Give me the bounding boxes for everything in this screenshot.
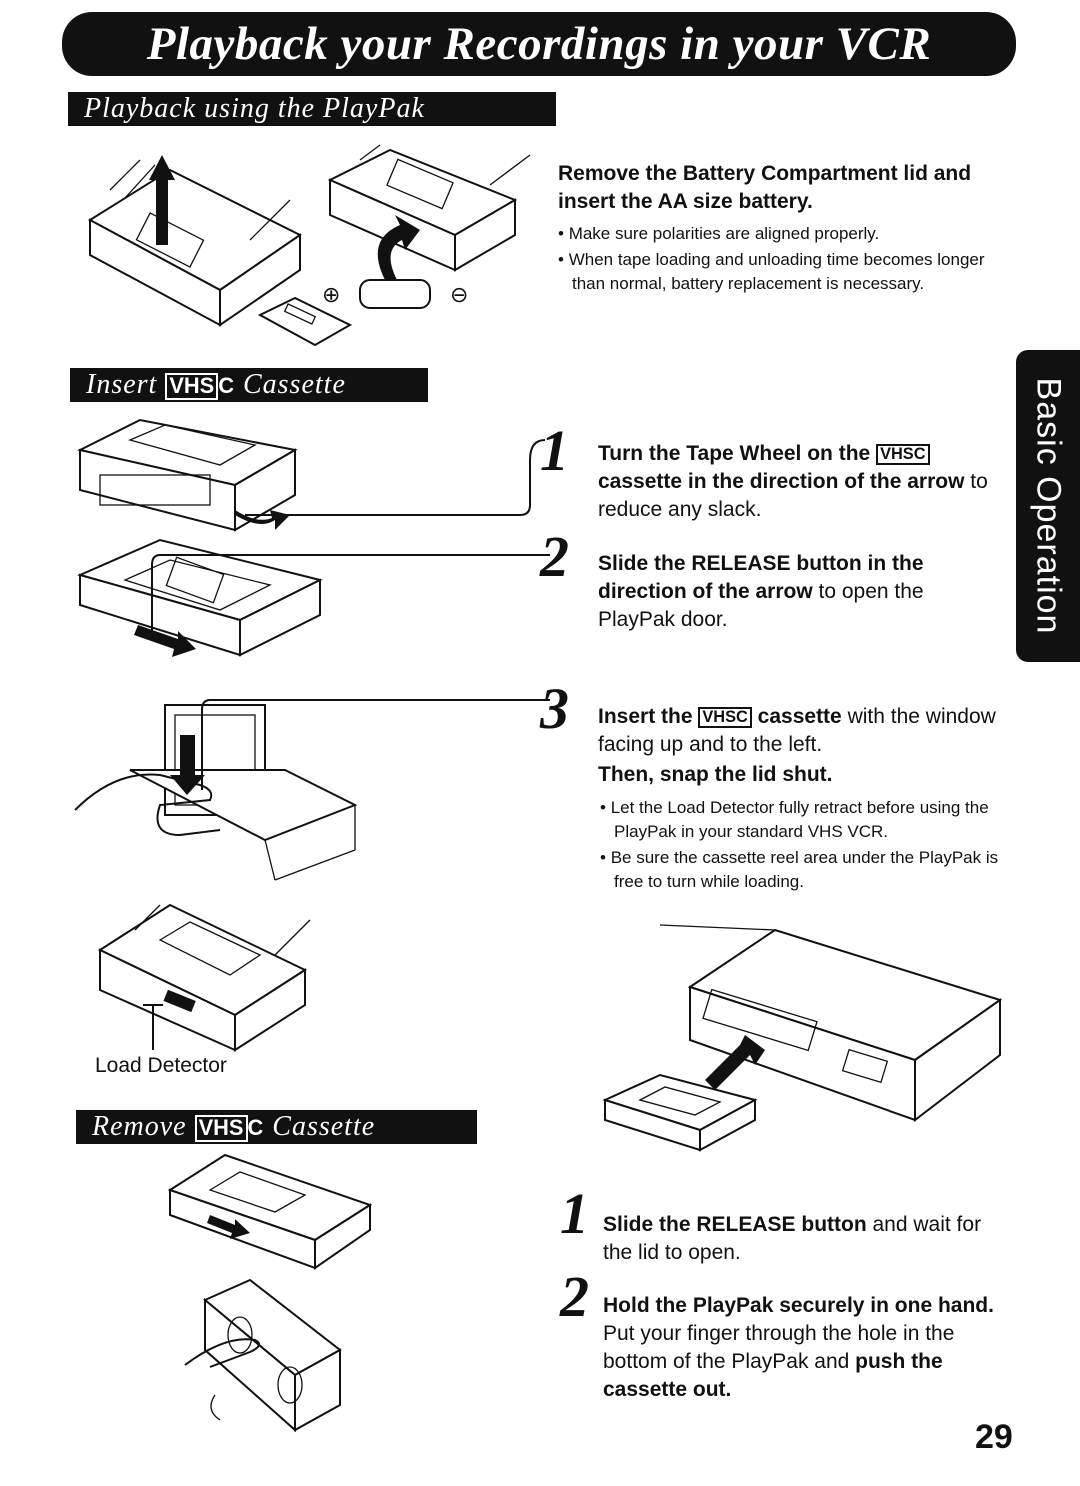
- heading-text: Remove: [92, 1111, 187, 1142]
- bullet-text: Be sure the cassette reel area under the…: [610, 848, 999, 891]
- vhsc-text: VHS: [198, 1115, 244, 1141]
- vhsc-logo: VHSC: [876, 443, 930, 466]
- step-bold: Slide the RELEASE button in the directio…: [598, 552, 924, 603]
- vhsc-c: C: [247, 1115, 265, 1140]
- remove-step-1: Slide the RELEASE button and wait for th…: [603, 1211, 1008, 1267]
- battery-heading: Remove the Battery Compartment lid and i…: [558, 162, 972, 213]
- side-tab: Basic Operation: [1016, 350, 1080, 662]
- step-bold: push the cassette out.: [603, 1350, 943, 1401]
- load-detector-label: Load Detector: [95, 1054, 227, 1077]
- battery-instructions: Remove the Battery Compartment lid and i…: [558, 160, 998, 298]
- side-tab-label: Basic Operation: [1029, 377, 1068, 635]
- bullet-text: Make sure polarities are aligned properl…: [568, 224, 880, 243]
- step-number: 1: [560, 1181, 589, 1246]
- step-bold: cassette in the direction of the arrow: [598, 470, 965, 493]
- step-bold: cassette: [757, 705, 842, 728]
- insert-step-2: Slide the RELEASE button in the directio…: [598, 550, 993, 634]
- step-text: with the window facing up and to the lef…: [598, 705, 996, 756]
- heading-text: Insert: [86, 369, 158, 400]
- insert-step-1: Turn the Tape Wheel on the VHSC cassette…: [598, 440, 1003, 524]
- step-text: Put your finger through the hole in the …: [603, 1322, 955, 1373]
- vhsc-text: VHS: [169, 373, 215, 399]
- step-number: 2: [540, 524, 569, 589]
- step-bold: Insert the: [598, 705, 693, 728]
- heading-text: Cassette: [272, 1111, 376, 1142]
- step-number: 3: [540, 676, 569, 741]
- step-bold: Hold the PlayPak securely in one hand.: [603, 1294, 994, 1317]
- step-text: to open the PlayPak door.: [598, 580, 924, 631]
- insert-bullets: • Let the Load Detector fully retract be…: [600, 794, 1005, 896]
- vhsc-logo: VHS: [194, 1115, 248, 1143]
- insert-illustration: [74, 418, 550, 881]
- bullet: • Let the Load Detector fully retract be…: [600, 798, 989, 841]
- step-number: 2: [560, 1264, 589, 1329]
- page-number: 29: [975, 1418, 1013, 1456]
- bullet: • Make sure polarities are aligned prope…: [558, 224, 880, 243]
- section-heading-playpak: Playback using the PlayPak: [68, 92, 556, 126]
- page-title: Playback your Recordings in your VCR: [62, 12, 1016, 76]
- step-text: and wait for the lid to open.: [603, 1213, 982, 1264]
- step-text: to reduce any slack.: [598, 470, 988, 521]
- remove-illustration: [167, 1153, 373, 1433]
- step-then: Then, snap the lid shut.: [598, 763, 833, 786]
- bullet: • When tape loading and unloading time b…: [558, 250, 985, 293]
- minus-symbol: ⊖: [450, 282, 469, 307]
- vhsc-logo: VHS: [165, 373, 219, 401]
- step-number: 1: [540, 418, 569, 483]
- bullet-text: Let the Load Detector fully retract befo…: [610, 798, 989, 841]
- battery-illustration: [88, 144, 531, 347]
- vhsc-logo: VHSC: [698, 706, 752, 729]
- vcr-illustration: [602, 924, 1003, 1152]
- heading-text: Cassette: [242, 369, 346, 400]
- step-bold: Turn the Tape Wheel on the: [598, 442, 871, 465]
- bullet-text: When tape loading and unloading time bec…: [568, 250, 985, 293]
- step-bold: Slide the RELEASE button: [603, 1213, 867, 1236]
- plus-symbol: ⊕: [322, 282, 341, 307]
- vhsc-c: C: [218, 373, 235, 398]
- load-detector-illustration: [97, 903, 311, 1052]
- remove-step-2: Hold the PlayPak securely in one hand. P…: [603, 1292, 1013, 1404]
- bullet: • Be sure the cassette reel area under t…: [600, 848, 999, 891]
- insert-step-3: Insert the VHSC cassette with the window…: [598, 703, 998, 789]
